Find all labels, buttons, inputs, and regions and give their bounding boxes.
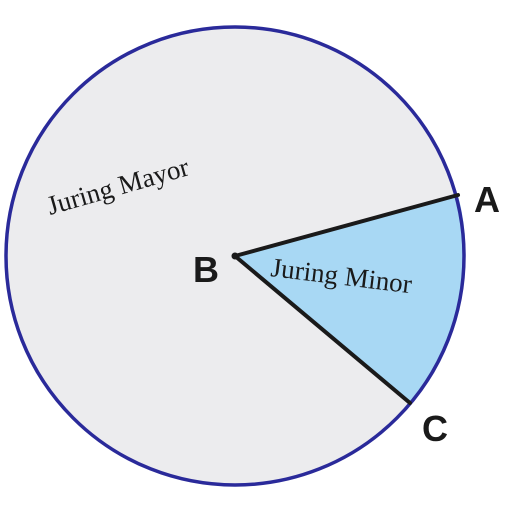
point-b-label: B [193,249,219,290]
point-c-label: C [422,408,448,449]
radius-ba [233,193,460,258]
radius-bc [233,254,412,405]
minor-sector [235,195,466,403]
point-a-label: A [474,179,500,220]
center-point-b [231,252,239,260]
circle-outline [4,25,466,487]
